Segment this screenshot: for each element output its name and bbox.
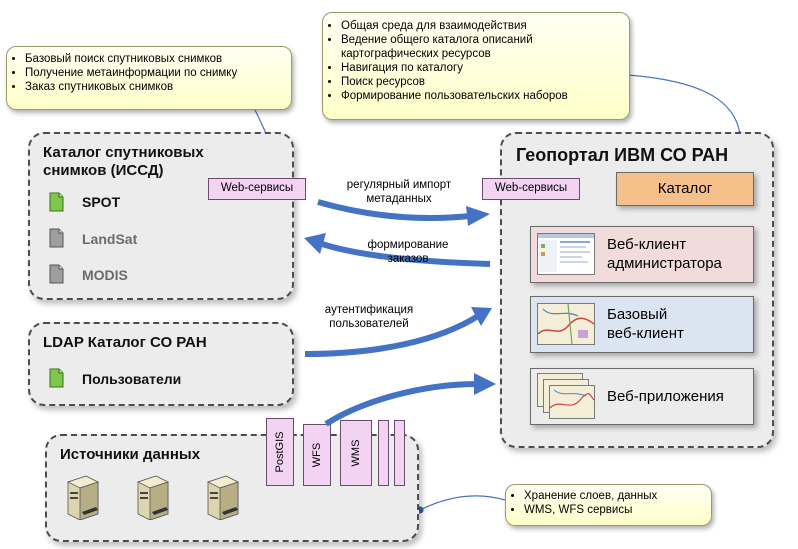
auth-label-line2: пользователей [329,318,409,330]
orders-arrow-label: формирование заказов [358,238,458,266]
base-client-line2: веб-клиент [607,325,684,342]
geoportal-title: Геопортал ИВМ СО РАН [516,145,729,165]
admin-screenshot-thumb [537,233,595,275]
top-note-item: Навигация по каталогу [341,61,629,75]
top-note-item: Общая среда для взаимодействия [341,19,629,33]
spot-doc-icon [49,192,64,212]
base-client-line1: Базовый [607,306,668,323]
ldap-group: LDAP Каталог СО РАН Пользователи [28,322,294,406]
top-note-item: Поиск ресурсов [341,75,629,89]
sat-catalog-group: Каталог спутниковых снимков (ИССД) SPOT … [28,132,294,300]
sat-catalog-title-line1: Каталог спутниковых [43,144,204,161]
connector-top-note [627,74,744,139]
left-note: Базовый поиск спутниковых снимков Получе… [6,46,292,110]
apps-thumb-graphic [549,389,595,409]
landsat-label: LandSat [82,231,138,247]
bottom-note-list: Хранение слоев, данных WMS, WFS сервисы [506,489,711,517]
left-note-item: Заказ спутниковых снимков [25,80,291,94]
wms-column: WMS [340,420,372,486]
import-arrow-label: регулярный импорт метаданных [332,178,466,206]
base-client-label: Базовый веб-клиент [607,305,684,343]
sat-catalog-title: Каталог спутниковых снимков (ИССД) [43,144,204,180]
left-note-item: Получение метаинформации по снимку [25,66,291,80]
users-label: Пользователи [82,371,182,387]
sat-catalog-title-line2: снимков (ИССД) [43,162,164,179]
bottom-note: Хранение слоев, данных WMS, WFS сервисы [505,484,712,526]
modis-doc-icon [49,264,64,284]
postgis-label: PostGIS [274,431,286,473]
wfs-label: WFS [311,442,323,468]
web-apps-label: Веб-приложения [607,388,724,405]
postgis-column: PostGIS [266,418,294,486]
top-note-item-text-cont: картографических ресурсов [341,48,491,60]
admin-thumb-graphic [538,234,594,272]
service-column-empty [378,420,389,486]
geoportal-web-services: Web-сервисы [482,178,580,200]
bottom-note-item: Хранение слоев, данных [524,489,711,503]
base-thumb-graphic [537,303,595,345]
bottom-note-item: WMS, WFS сервисы [524,503,711,517]
service-column-empty [394,420,405,486]
catalog-label: Каталог [657,180,713,197]
left-note-list: Базовый поиск спутниковых снимков Получе… [7,52,291,94]
apps-thumb-front [549,385,595,419]
auth-arrow-label: аутентификация пользователей [314,303,424,331]
admin-client-line2: администратора [607,255,722,272]
top-note: Общая среда для взаимодействия Ведение о… [322,12,630,120]
top-note-item-text: Ведение общего каталога описаний [341,34,533,46]
landsat-doc-icon [49,228,64,248]
connector-bottom-note [416,495,506,514]
sat-web-services: Web-сервисы [208,178,306,200]
top-note-item: Ведение общего каталога описаний картогра… [341,33,629,61]
server-icon [206,475,240,520]
import-label-line1: регулярный импорт [346,179,452,191]
ldap-title: LDAP Каталог СО РАН [43,334,207,351]
orders-label-line2: заказов [387,253,429,265]
top-note-item: Формирование пользовательских наборов [341,89,629,103]
apps-thumbs-stack [537,373,599,421]
top-note-list: Общая среда для взаимодействия Ведение о… [323,19,629,103]
orders-label-line1: формирование [367,239,449,251]
sources-title: Источники данных [60,446,201,463]
modis-label: MODIS [82,267,128,283]
left-note-item: Базовый поиск спутниковых снимков [25,52,291,66]
catalog-box: Каталог [616,172,754,206]
base-client-map-thumb [537,303,595,345]
users-doc-icon [49,368,64,388]
wfs-column: WFS [303,424,331,486]
auth-label-line1: аутентификация [324,304,414,316]
admin-client-label: Веб-клиент администратора [607,235,722,273]
wms-label: WMS [350,439,362,467]
spot-label: SPOT [82,194,121,210]
server-icon [66,475,100,520]
server-icon [136,475,170,520]
base-client-panel: Базовый веб-клиент [530,296,754,353]
admin-client-line1: Веб-клиент [607,236,687,253]
import-label-line2: метаданных [366,193,432,205]
admin-client-panel: Веб-клиент администратора [530,226,754,283]
web-apps-panel: Веб-приложения [530,368,754,425]
